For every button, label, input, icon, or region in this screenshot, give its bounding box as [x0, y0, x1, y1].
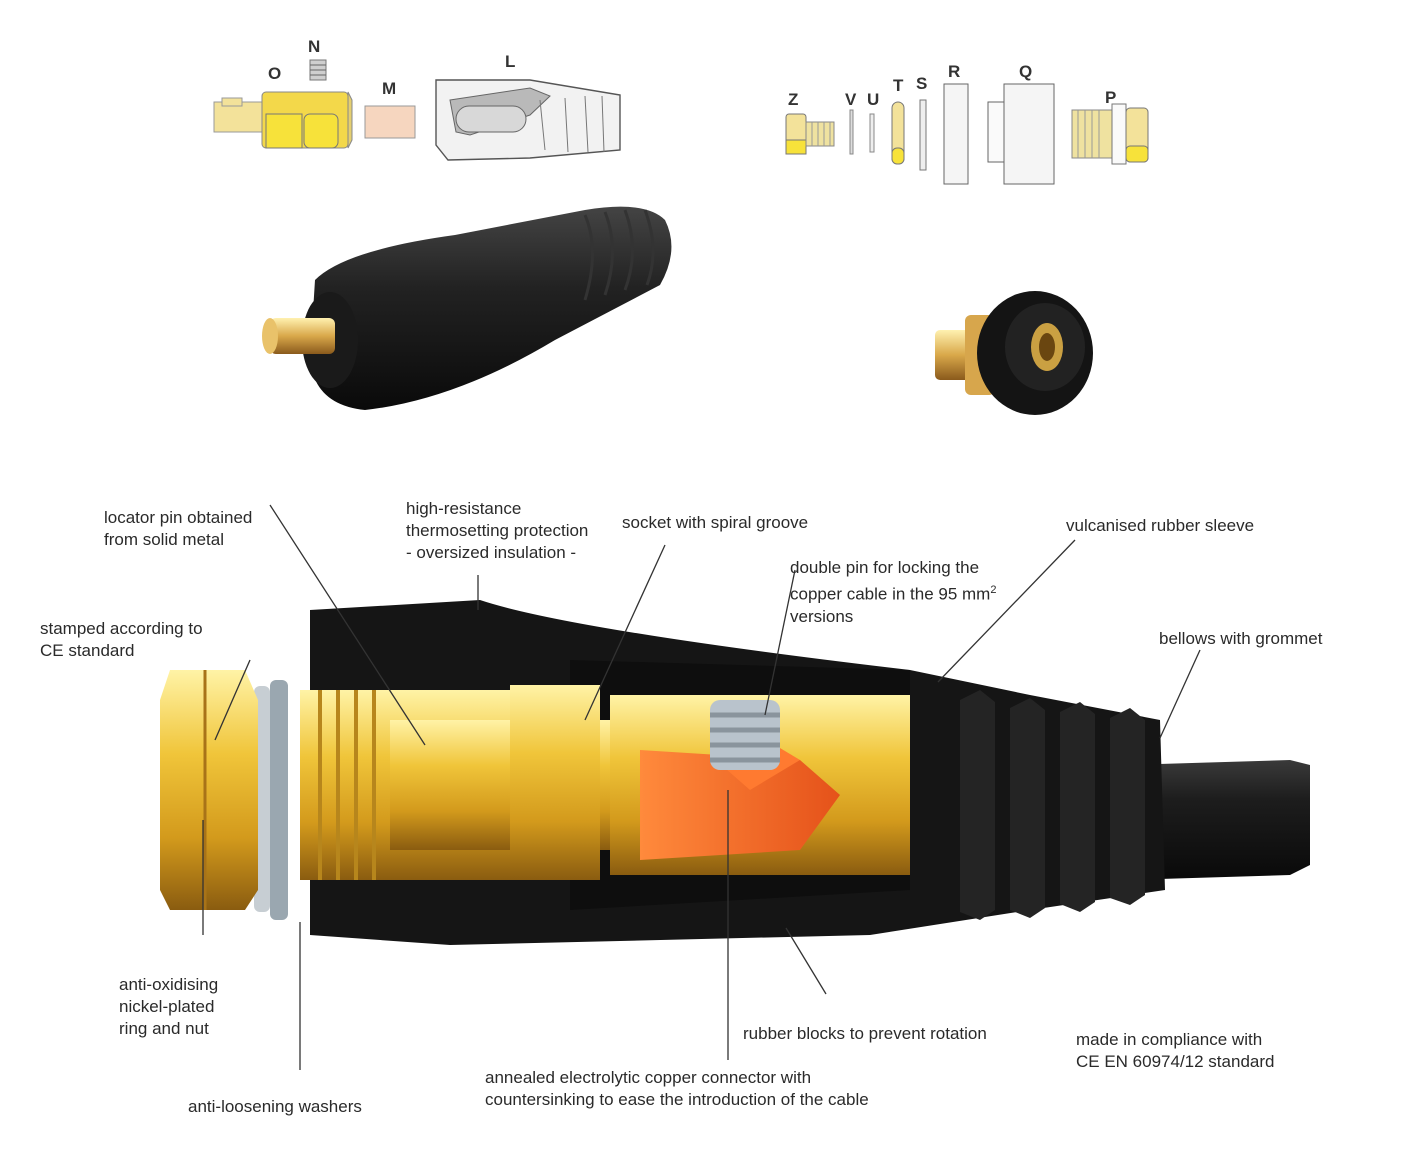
- label-u: U: [867, 90, 880, 109]
- part-z-bolt: [785, 113, 835, 155]
- callout-thermoset: high-resistance thermosetting protection…: [406, 499, 589, 562]
- callout-rubber-blocks: rubber blocks to prevent rotation: [743, 1024, 987, 1043]
- part-q-body: [987, 83, 1055, 185]
- part-v-washer: [849, 109, 854, 155]
- label-s: S: [916, 74, 928, 93]
- label-r: R: [948, 62, 961, 81]
- callout-washers: anti-loosening washers: [188, 1097, 362, 1116]
- part-s-washer: [919, 99, 927, 171]
- label-v: V: [845, 90, 857, 109]
- label-n: N: [308, 37, 321, 56]
- part-n-screw: [309, 59, 327, 81]
- callout-double-pin: double pin for locking the copper cable …: [790, 558, 997, 626]
- copper-connector: [640, 750, 840, 860]
- part-t-nut: [891, 101, 905, 165]
- callout-compliance: made in compliance with CE EN 60974/12 s…: [1076, 1030, 1275, 1071]
- callout-bellows: bellows with grommet: [1159, 629, 1323, 648]
- part-u-washer: [869, 113, 875, 153]
- callout-anti-oxidising: anti-oxidising nickel-plated ring and nu…: [119, 975, 219, 1038]
- part-r-ring: [943, 83, 969, 185]
- panel-socket-icon: [935, 291, 1093, 415]
- label-z: Z: [788, 90, 799, 109]
- label-p: P: [1105, 88, 1117, 107]
- cutaway-illustration: [160, 600, 1310, 945]
- cable-plug-icon: [262, 206, 672, 410]
- part-p-connector: [1071, 103, 1149, 165]
- label-t: T: [893, 76, 904, 95]
- part-l-body: [435, 79, 621, 161]
- hex-nut: [160, 670, 258, 910]
- callout-copper-connector: annealed electrolytic copper connector w…: [485, 1068, 869, 1109]
- callout-rubber-sleeve: vulcanised rubber sleeve: [1066, 516, 1255, 535]
- callout-locator-pin: locator pin obtained from solid metal: [104, 508, 253, 549]
- plug-exploded-view: [213, 59, 621, 161]
- label-o: O: [268, 64, 282, 83]
- label-q: Q: [1019, 62, 1033, 81]
- socket-exploded-view: [785, 83, 1149, 185]
- part-o-pin: [213, 91, 353, 149]
- callout-socket-groove: socket with spiral groove: [622, 513, 809, 532]
- callout-stamped: stamped according to CE standard: [40, 619, 203, 660]
- label-l: L: [505, 52, 516, 71]
- label-m: M: [382, 79, 397, 98]
- washer: [270, 680, 288, 920]
- part-m-sleeve: [364, 105, 416, 139]
